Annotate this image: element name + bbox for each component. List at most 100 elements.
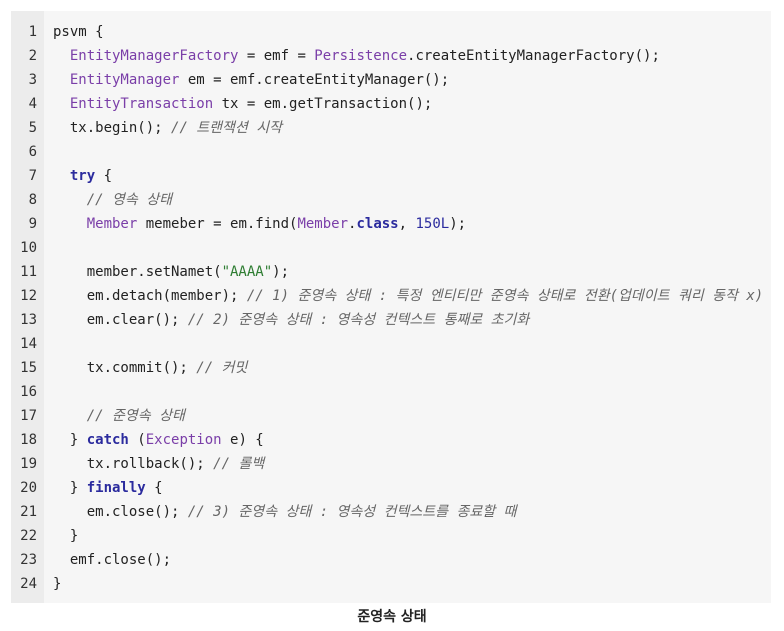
code-token: } (53, 528, 79, 544)
code-line: 10 (11, 236, 771, 260)
code-text: Member memeber = em.find(Member.class, 1… (53, 212, 466, 236)
line-number: 19 (20, 456, 37, 472)
code-text: emf.close(); (53, 548, 171, 572)
code-token: "AAAA" (221, 264, 273, 280)
line-number: 16 (20, 384, 37, 400)
code-text: tx.rollback(); // 롤백 (53, 452, 265, 476)
line-number: 7 (28, 168, 37, 184)
code-line: 18 } catch (Exception e) { (11, 428, 771, 452)
code-token: Member (86, 216, 138, 232)
code-token: } (53, 576, 62, 592)
line-number: 2 (28, 48, 37, 64)
code-token: ( (128, 432, 146, 448)
code-token: em.close(); (53, 504, 188, 520)
line-number: 17 (20, 408, 37, 424)
code-token: ); (449, 216, 467, 232)
code-line: 4 EntityTransaction tx = em.getTransacti… (11, 92, 771, 116)
code-text: } catch (Exception e) { (53, 428, 264, 452)
code-token: EntityTransaction (69, 96, 214, 112)
code-text: em.clear(); // 2) 준영속 상태 : 영속성 컨텍스트 통째로 … (53, 308, 530, 332)
code-token: psvm { (53, 24, 104, 40)
code-token: finally (86, 480, 146, 496)
code-line: 21 em.close(); // 3) 준영속 상태 : 영속성 컨텍스트를 … (11, 500, 771, 524)
line-number: 13 (20, 312, 37, 328)
code-line: 23 emf.close(); (11, 548, 771, 572)
line-number: 18 (20, 432, 37, 448)
code-text: // 준영속 상태 (53, 404, 185, 428)
code-line: 17 // 준영속 상태 (11, 404, 771, 428)
code-text: EntityManager em = emf.createEntityManag… (53, 68, 449, 92)
code-token: // 트랜잭션 시작 (171, 120, 283, 136)
code-text: psvm { (53, 20, 104, 44)
code-line: 15 tx.commit(); // 커밋 (11, 356, 771, 380)
code-token: em.clear(); (53, 312, 188, 328)
line-number: 22 (20, 528, 37, 544)
code-token: EntityManager (69, 72, 180, 88)
line-number: 3 (28, 72, 37, 88)
line-number: 8 (28, 192, 37, 208)
code-token: tx.commit(); (53, 360, 197, 376)
code-text: member.setNamet("AAAA"); (53, 260, 289, 284)
line-number: 6 (28, 144, 37, 160)
code-line: 1 psvm { (11, 20, 771, 44)
code-token: catch (86, 432, 129, 448)
code-token: Exception (145, 432, 222, 448)
code-line: 14 (11, 332, 771, 356)
code-token: tx = em.getTransaction(); (213, 96, 433, 112)
code-text: try { (53, 164, 112, 188)
code-line: 8 // 영속 상태 (11, 188, 771, 212)
line-number: 12 (20, 288, 37, 304)
code-line: 16 (11, 380, 771, 404)
code-line: 3 EntityManager em = emf.createEntityMan… (11, 68, 771, 92)
code-text: } (53, 524, 78, 548)
code-line: 13 em.clear(); // 2) 준영속 상태 : 영속성 컨텍스트 통… (11, 308, 771, 332)
code-token: } (53, 480, 87, 496)
line-number: 20 (20, 480, 37, 496)
code-token: em.detach(member); (53, 288, 247, 304)
code-token: { (145, 480, 163, 496)
code-token: tx.rollback(); (53, 456, 214, 472)
line-number: 9 (28, 216, 37, 232)
code-token: // 커밋 (196, 360, 248, 376)
line-number: 5 (28, 120, 37, 136)
code-token: e) { (221, 432, 264, 448)
code-line: 11 member.setNamet("AAAA"); (11, 260, 771, 284)
line-number: 1 (28, 24, 37, 40)
code-token: // 1) 준영속 상태 : 특정 엔티티만 준영속 상태로 전환(업데이트 쿼… (246, 288, 764, 304)
code-text: em.detach(member); // 1) 준영속 상태 : 특정 엔티티… (53, 284, 764, 308)
code-text: em.close(); // 3) 준영속 상태 : 영속성 컨텍스트를 종료할… (53, 500, 517, 524)
code-text: } finally { (53, 476, 163, 500)
code-token: // 준영속 상태 (86, 408, 185, 424)
code-token (53, 48, 70, 64)
line-number: 10 (20, 240, 37, 256)
code-token: { (95, 168, 113, 184)
line-number: 15 (20, 360, 37, 376)
code-token: ); (272, 264, 290, 280)
code-text: tx.begin(); // 트랜잭션 시작 (53, 116, 282, 140)
code-line: 19 tx.rollback(); // 롤백 (11, 452, 771, 476)
code-token: EntityManagerFactory (69, 48, 239, 64)
code-line: 6 (11, 140, 771, 164)
code-token: . (348, 216, 357, 232)
code-token: class (356, 216, 399, 232)
code-token: member.setNamet( (53, 264, 222, 280)
code-line: 9 Member memeber = em.find(Member.class,… (11, 212, 771, 236)
code-token: } (53, 432, 87, 448)
line-number: 14 (20, 336, 37, 352)
code-line: 5 tx.begin(); // 트랜잭션 시작 (11, 116, 771, 140)
code-token: .createEntityManagerFactory(); (407, 48, 660, 64)
line-number: 21 (20, 504, 37, 520)
code-token: // 롤백 (213, 456, 265, 472)
line-number: 23 (20, 552, 37, 568)
code-token (53, 72, 70, 88)
code-token: try (69, 168, 96, 184)
code-token: emf.close(); (53, 552, 172, 568)
figure-caption: 준영속 상태 (357, 609, 427, 625)
code-token: Member (297, 216, 349, 232)
code-text: } (53, 572, 61, 596)
code-token (53, 168, 70, 184)
code-token: 150L (415, 216, 450, 232)
code-token (53, 408, 87, 424)
code-text: tx.commit(); // 커밋 (53, 356, 248, 380)
